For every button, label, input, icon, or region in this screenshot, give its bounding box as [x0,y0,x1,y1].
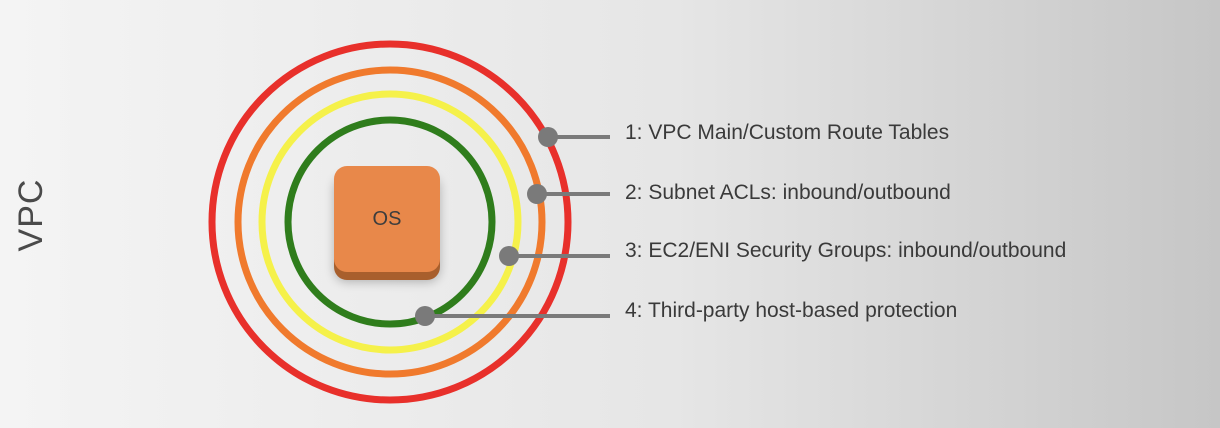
os-box: OS [334,166,440,272]
layer-label-2: 2: Subnet ACLs: inbound/outbound [625,181,951,204]
ring-security-groups [258,90,522,354]
layer-label-4: 4: Third-party host-based protection [625,299,958,322]
connector-dot-1 [538,127,558,147]
ring-route-tables [208,40,572,404]
connector-dot-2 [527,184,547,204]
connector-dot-3 [499,246,519,266]
ring-host-protection [284,116,496,328]
layer-label-3: 3: EC2/ENI Security Groups: inbound/outb… [625,239,1067,262]
connector-dot-4 [415,306,435,326]
layer-label-1: 1: VPC Main/Custom Route Tables [625,121,950,144]
ring-subnet-acls [234,66,546,378]
os-label: OS [372,207,402,230]
